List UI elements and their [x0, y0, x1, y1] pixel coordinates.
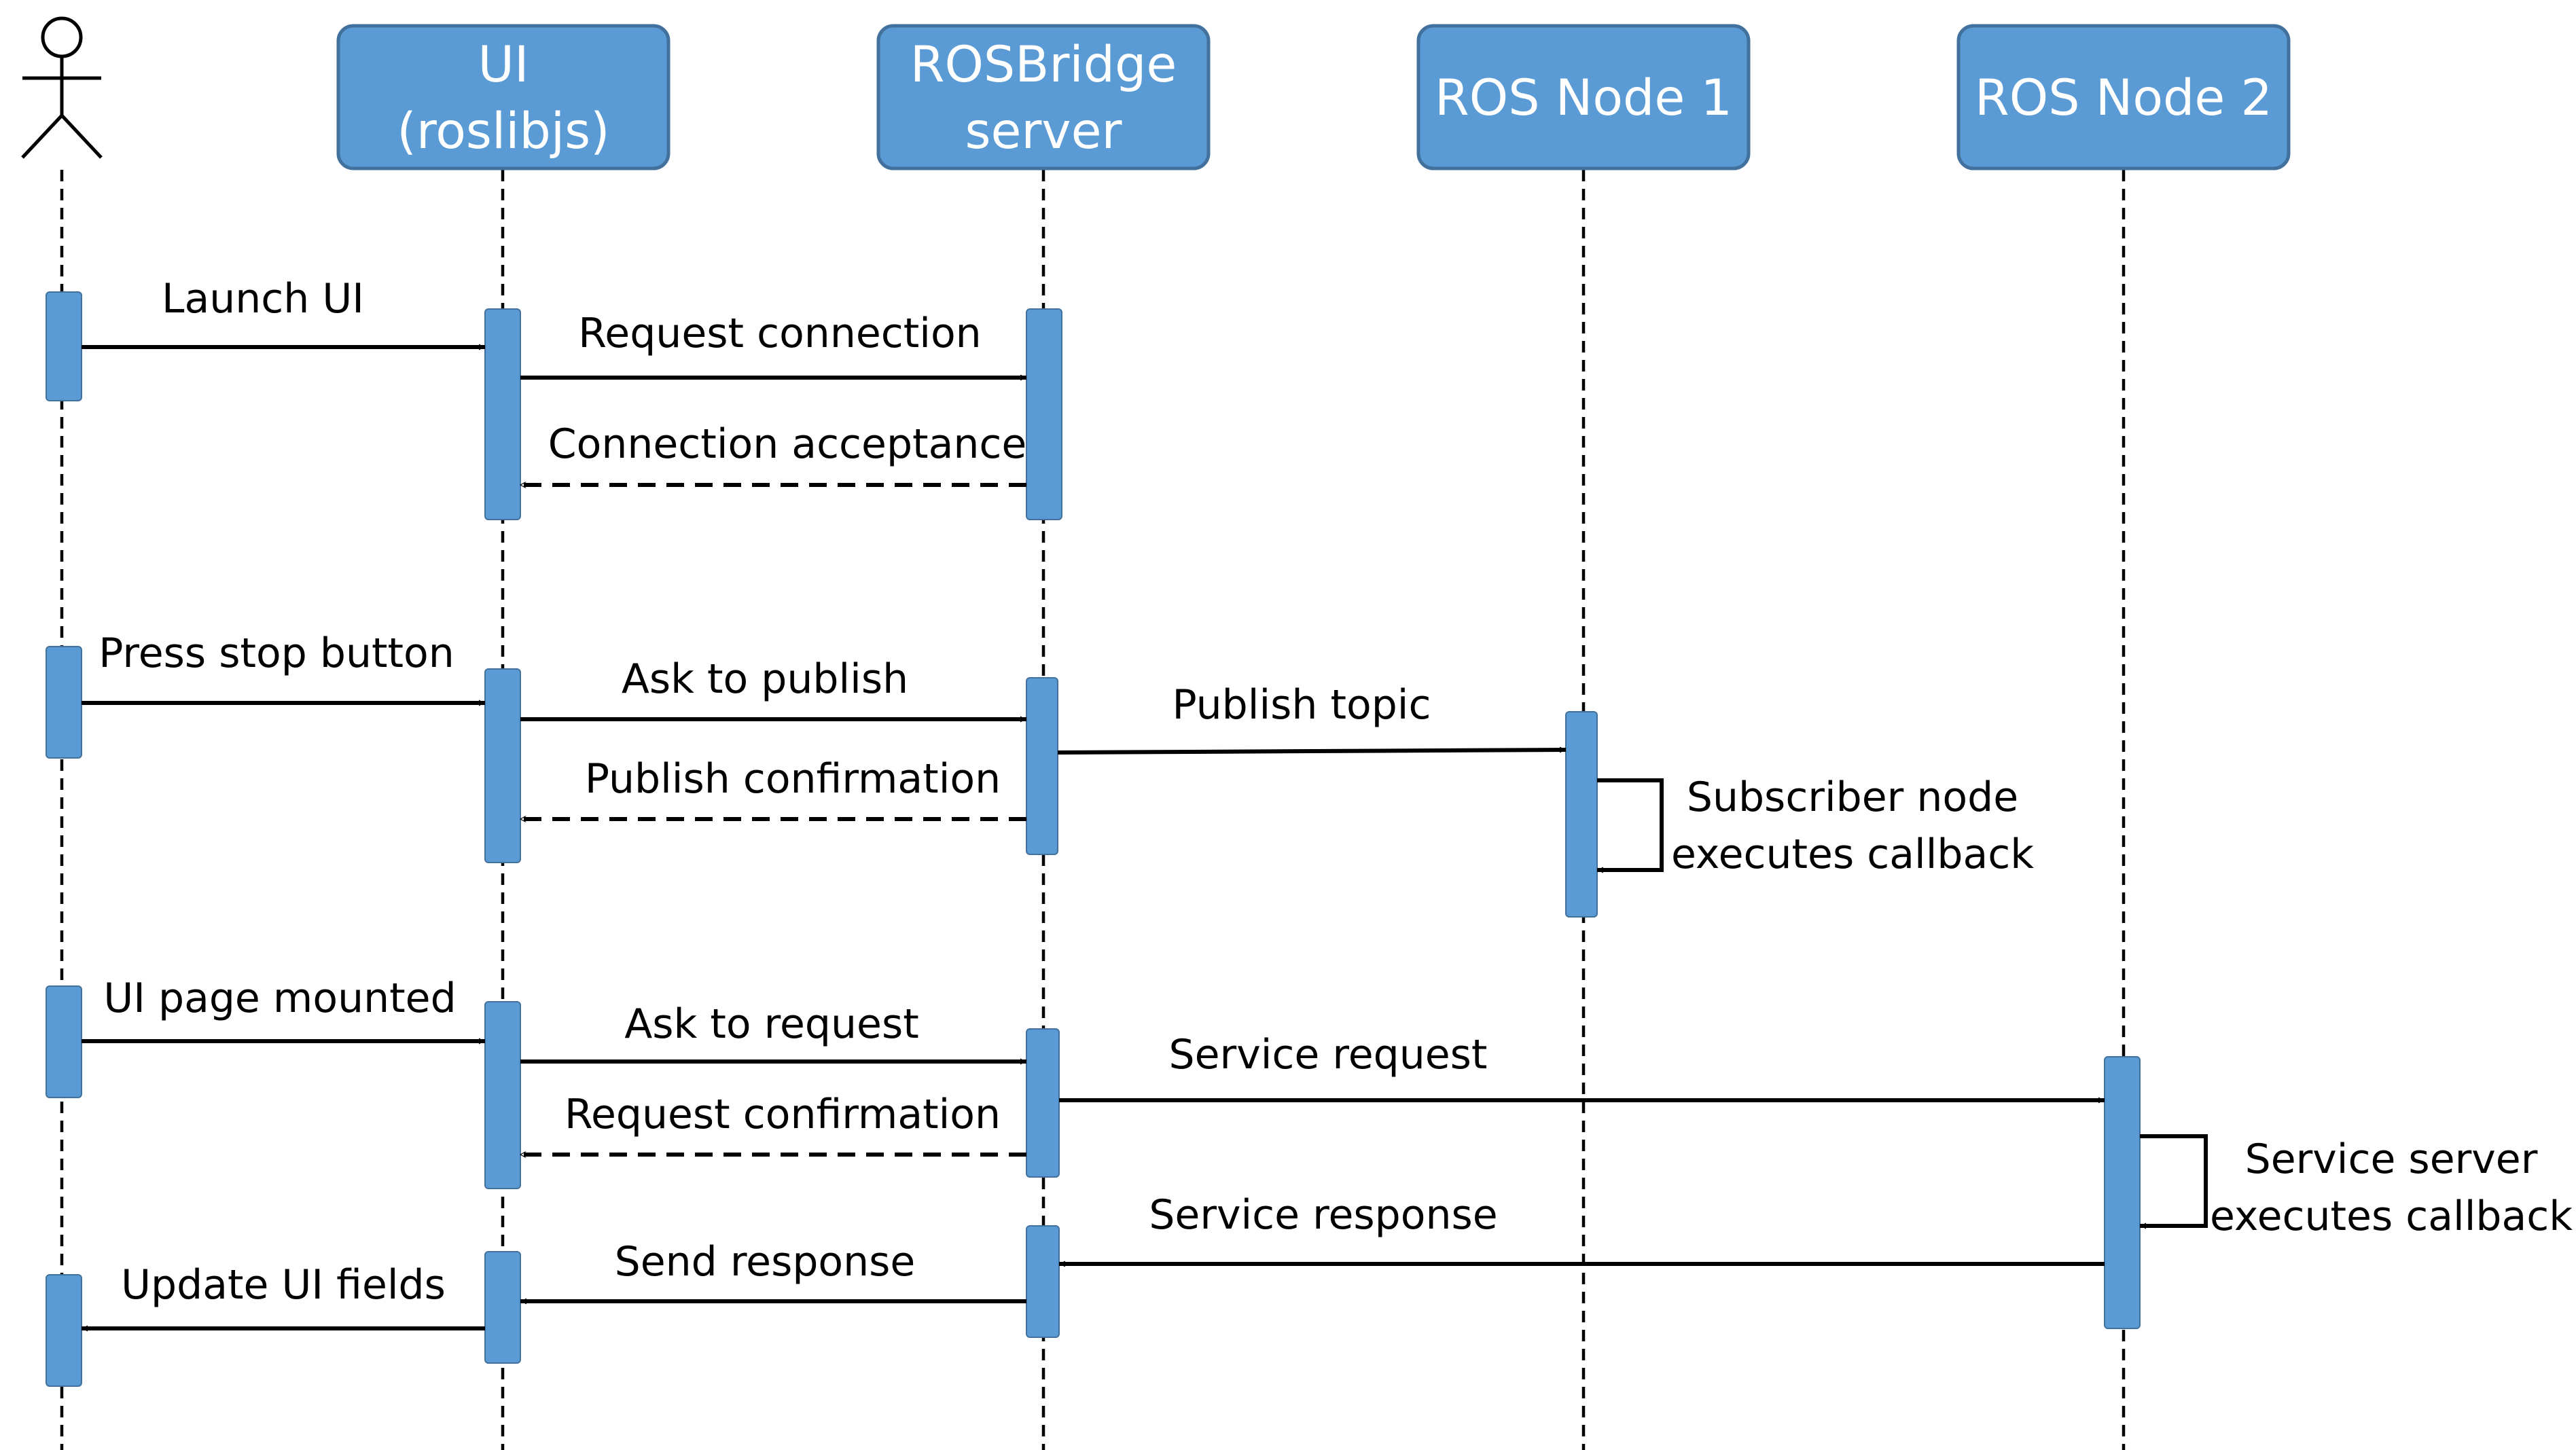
participant-node1-label: ROS Node 1 — [1435, 69, 1732, 127]
label-publish-topic: Publish topic — [1173, 681, 1431, 729]
arrow-publish-topic — [1057, 746, 1567, 755]
self-call-service-server — [2140, 1134, 2208, 1229]
label-service-response: Service response — [1149, 1191, 1497, 1239]
user-actor-icon — [21, 16, 103, 159]
activation-bridge-2 — [1026, 677, 1058, 855]
participant-bridge-line1: ROSBridge — [910, 36, 1177, 94]
label-send-response: Send response — [615, 1238, 916, 1286]
label-ui-page-mounted: UI page mounted — [103, 975, 456, 1022]
activation-ui-1 — [484, 308, 521, 520]
activation-ui-3 — [484, 1001, 521, 1189]
activation-ui-4 — [484, 1251, 521, 1364]
activation-user-4 — [46, 1274, 82, 1387]
activation-user-1 — [46, 291, 82, 401]
note-service-line2: executes callback — [2210, 1193, 2573, 1240]
participant-node2-label: ROS Node 2 — [1975, 69, 2272, 127]
note-subscriber-line1: Subscriber node — [1687, 774, 2018, 821]
activation-user-3 — [46, 985, 82, 1098]
participant-ui: UI (roslibjs) — [336, 24, 670, 170]
activation-bridge-3 — [1026, 1028, 1060, 1178]
activation-ui-2 — [484, 668, 521, 863]
participant-ui-line1: UI — [478, 36, 529, 94]
self-call-subscriber — [1597, 778, 1664, 873]
activation-bridge-4 — [1026, 1225, 1060, 1338]
label-connection-acceptance: Connection acceptance — [548, 420, 1027, 468]
label-ask-publish: Ask to publish — [622, 655, 908, 703]
participant-node2: ROS Node 2 — [1956, 24, 2291, 170]
participant-bridge: ROSBridge server — [876, 24, 1211, 170]
participant-node1: ROS Node 1 — [1416, 24, 1751, 170]
label-request-connection: Request connection — [578, 310, 981, 357]
label-press-stop: Press stop button — [99, 630, 454, 677]
note-subscriber-line2: executes callback — [1671, 831, 2034, 878]
activation-node2 — [2104, 1056, 2141, 1329]
participant-bridge-line2: server — [965, 103, 1122, 160]
label-update-ui: Update UI fields — [121, 1261, 446, 1309]
label-request-confirmation: Request confirmation — [565, 1091, 1001, 1138]
label-launch-ui: Launch UI — [162, 275, 364, 323]
activation-bridge-1 — [1026, 308, 1062, 520]
participant-ui-line2: (roslibjs) — [397, 103, 609, 160]
label-service-request: Service request — [1169, 1031, 1488, 1079]
activation-node1 — [1565, 711, 1598, 918]
label-ask-request: Ask to request — [624, 1000, 919, 1048]
activation-user-2 — [46, 646, 82, 759]
note-service-line1: Service server — [2245, 1136, 2538, 1183]
label-publish-confirmation: Publish confirmation — [585, 755, 1001, 803]
